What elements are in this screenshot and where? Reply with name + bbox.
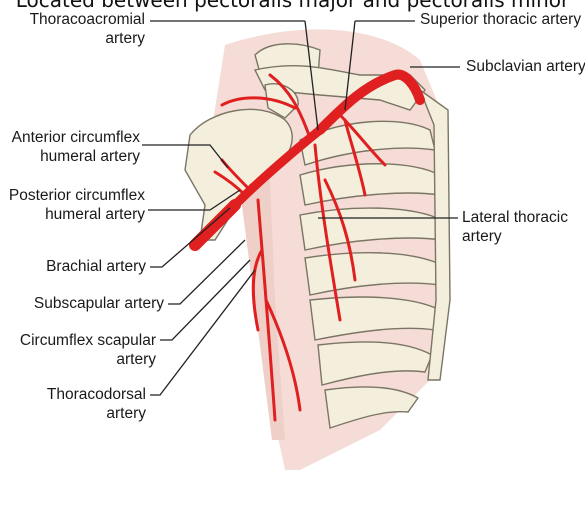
label-posterior-circumflex: Posterior circumflex humeral artery: [0, 186, 145, 224]
label-subclavian: Subclavian artery: [466, 57, 585, 76]
label-brachial: Brachial artery: [0, 257, 146, 276]
label-circumflex-scapular: Circumflex scapular artery: [0, 331, 156, 369]
label-lateral-thoracic: Lateral thoracic artery: [462, 208, 568, 246]
label-thoracodorsal: Thoracodorsal artery: [0, 385, 146, 423]
label-superior-thoracic: Superior thoracic artery: [420, 10, 581, 29]
label-thoracoacromial: Thoracoacromial artery: [20, 10, 145, 48]
label-anterior-circumflex: Anterior circumflex humeral artery: [0, 128, 140, 166]
label-subscapular: Subscapular artery: [0, 294, 164, 313]
